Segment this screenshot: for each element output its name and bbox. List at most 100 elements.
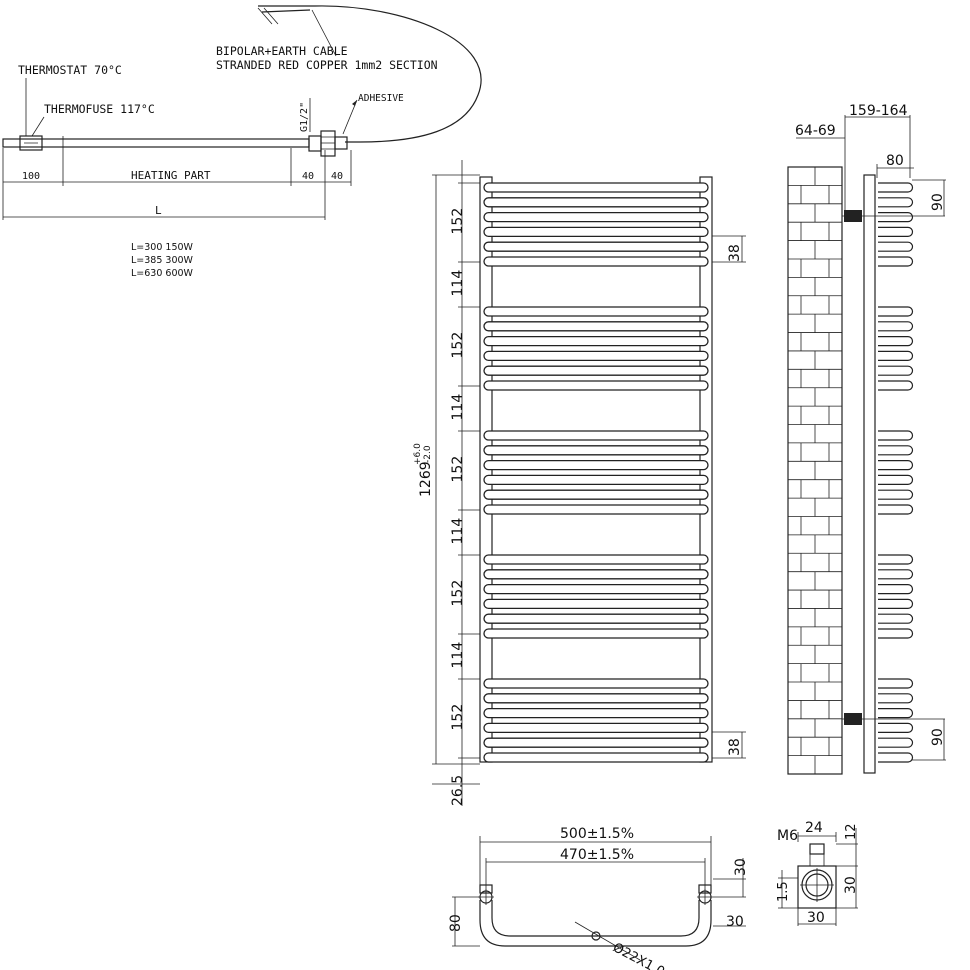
variant-3: L=630 600W	[131, 268, 194, 279]
depth-64-69: 64-69	[795, 123, 836, 139]
front-bar-1	[483, 182, 709, 193]
top-end-dim: 38	[727, 244, 743, 262]
front-bar-25	[483, 678, 709, 689]
side-bar-12	[878, 380, 914, 391]
bracket-1-5: 1.5	[776, 881, 791, 902]
front-bar-13	[483, 430, 709, 441]
heating-element-view: BIPOLAR+EARTH CABLE STRANDED RED COPPER …	[2, 5, 482, 279]
front-bar-8	[483, 321, 709, 332]
bottom-80-label: 80	[448, 914, 464, 932]
side-view: 159-164 64-69 80 90 90	[787, 103, 946, 775]
front-bar-19	[483, 554, 709, 565]
brick-wall	[787, 166, 843, 775]
element-rod	[2, 138, 310, 148]
front-bar-26	[483, 693, 709, 704]
gap-label-7: 152	[450, 580, 466, 607]
variant-1: L=300 150W	[131, 242, 194, 253]
bracket-30-right: 30	[843, 876, 859, 894]
side-bar-1	[878, 182, 914, 193]
front-bar-28	[483, 722, 709, 734]
thread-label: G1/2"	[299, 102, 310, 132]
bottom-30-top: 30	[733, 858, 749, 876]
adhesive-label: ADHESIVE	[358, 93, 404, 104]
front-bar-23	[483, 613, 709, 624]
bottom-view: 500±1.5% 470±1.5% 30 30 80 Ø22X1.0	[448, 826, 749, 970]
side-bar-20	[878, 569, 914, 580]
front-bar-14	[483, 445, 709, 456]
bottom-30-right: 30	[726, 914, 744, 930]
side-bar-21	[878, 584, 914, 595]
bracket-screw	[809, 843, 825, 855]
variant-2: L=385 300W	[131, 255, 194, 266]
side-bar-11	[878, 365, 914, 376]
side-bar-30	[878, 752, 914, 763]
side-bars	[878, 182, 914, 763]
bracket-plate	[797, 865, 837, 909]
bracket-12: 12	[844, 823, 859, 840]
front-bar-11	[483, 365, 709, 376]
front-bar-9	[483, 335, 709, 347]
thermofuse-label: THERMOFUSE 117°C	[44, 102, 155, 116]
front-bar-3	[483, 211, 709, 223]
gap-label-3: 152	[450, 332, 466, 359]
side-bar-4	[878, 226, 914, 237]
side-bar-8	[878, 321, 914, 332]
cable	[258, 5, 482, 143]
front-bar-7	[483, 306, 709, 317]
side-bar-3	[878, 212, 914, 223]
front-view: 1269 +6.0 -2.0 1521141521141521141521141…	[413, 160, 746, 806]
front-bar-18	[483, 504, 709, 515]
front-bar-6	[483, 256, 709, 267]
cable-spec-label: STRANDED RED COPPER 1mm2 SECTION	[216, 58, 438, 72]
side-bar-27	[878, 708, 914, 719]
side-bar-25	[878, 678, 914, 689]
side-bar-19	[878, 554, 914, 565]
side-bar-17	[878, 489, 914, 500]
gap-label-8: 114	[450, 642, 466, 669]
side-bar-6	[878, 256, 914, 267]
front-bar-20	[483, 569, 709, 580]
heating-part-label: HEATING PART	[131, 169, 211, 182]
front-bar-5	[483, 241, 709, 252]
front-bar-16	[483, 474, 709, 486]
side-bar-18	[878, 504, 914, 515]
gap-label-6: 114	[450, 518, 466, 545]
side-90-bottom: 90	[930, 728, 946, 746]
side-bar-9	[878, 336, 914, 347]
gap-label-1: 152	[450, 208, 466, 235]
side-bar-10	[878, 350, 914, 361]
front-bars	[483, 182, 709, 763]
gland	[334, 136, 348, 150]
front-bar-27	[483, 707, 709, 719]
tube-size-label: Ø22X1.0	[610, 940, 667, 970]
height-tol-upper: +6.0	[413, 443, 423, 465]
width-inner-label: 470±1.5%	[560, 847, 634, 863]
front-bar-17	[483, 489, 709, 500]
depth-159-164: 159-164	[849, 103, 908, 119]
front-bar-12	[483, 380, 709, 391]
tube-leader	[574, 921, 641, 961]
bottom-wall-bracket	[842, 713, 945, 725]
gap-label-2: 114	[450, 270, 466, 297]
cable-leader	[311, 9, 337, 57]
depth-80: 80	[886, 153, 904, 169]
front-bar-30	[483, 752, 709, 763]
side-bar-28	[878, 722, 914, 733]
width-outer-label: 500±1.5%	[560, 826, 634, 842]
side-bar-15	[878, 460, 914, 471]
side-bar-7	[878, 306, 914, 317]
side-bar-2	[878, 197, 914, 208]
front-bar-29	[483, 737, 709, 748]
side-90-top: 90	[930, 193, 946, 211]
bracket-detail: 24 M6 12 30 1.5 30	[776, 820, 859, 926]
nut	[308, 135, 322, 152]
cable-ends	[257, 7, 279, 25]
front-bar-24	[483, 628, 709, 639]
bracket-24: 24	[805, 820, 823, 836]
front-bar-21	[483, 583, 709, 595]
front-bar-2	[483, 197, 709, 208]
bottom-offset-label: 26.5	[450, 775, 466, 806]
height-tol-lower: -2.0	[423, 445, 433, 463]
front-bar-15	[483, 459, 709, 471]
